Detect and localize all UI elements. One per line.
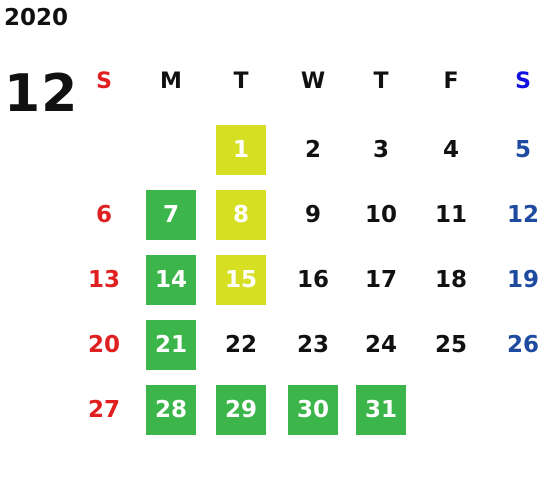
day-cell-10: 10 bbox=[364, 202, 397, 228]
day-cell-21: 21 bbox=[146, 320, 196, 370]
day-cell-27: 27 bbox=[87, 397, 120, 423]
day-cell-23: 23 bbox=[296, 332, 329, 358]
day-cell-26: 26 bbox=[506, 332, 539, 358]
weekday-header-thu: T bbox=[373, 68, 389, 94]
day-cell-20: 20 bbox=[87, 332, 120, 358]
day-cell-1: 1 bbox=[216, 125, 266, 175]
day-cell-31: 31 bbox=[356, 385, 406, 435]
day-cell-9: 9 bbox=[304, 202, 321, 228]
weekday-header-tue: T bbox=[233, 68, 249, 94]
day-cell-12: 12 bbox=[506, 202, 539, 228]
weekday-header-mon: M bbox=[160, 68, 182, 94]
day-cell-17: 17 bbox=[364, 267, 397, 293]
weekday-header-sat: S bbox=[515, 68, 531, 94]
day-cell-8: 8 bbox=[216, 190, 266, 240]
day-cell-11: 11 bbox=[434, 202, 467, 228]
weekday-header-sun: S bbox=[96, 68, 112, 94]
day-cell-19: 19 bbox=[506, 267, 539, 293]
weekday-header-wed: W bbox=[300, 68, 326, 94]
month-label: 12 bbox=[4, 64, 79, 124]
day-cell-18: 18 bbox=[434, 267, 467, 293]
day-cell-3: 3 bbox=[372, 137, 389, 163]
day-cell-6: 6 bbox=[95, 202, 112, 228]
day-cell-2: 2 bbox=[304, 137, 321, 163]
day-cell-5: 5 bbox=[514, 137, 531, 163]
day-cell-4: 4 bbox=[442, 137, 459, 163]
day-cell-28: 28 bbox=[146, 385, 196, 435]
day-cell-24: 24 bbox=[364, 332, 397, 358]
day-cell-15: 15 bbox=[216, 255, 266, 305]
day-cell-7: 7 bbox=[146, 190, 196, 240]
day-cell-16: 16 bbox=[296, 267, 329, 293]
day-cell-22: 22 bbox=[224, 332, 257, 358]
weekday-header-fri: F bbox=[443, 68, 459, 94]
day-cell-30: 30 bbox=[288, 385, 338, 435]
year-label: 2020 bbox=[4, 5, 69, 31]
day-cell-13: 13 bbox=[87, 267, 120, 293]
day-cell-14: 14 bbox=[146, 255, 196, 305]
day-cell-25: 25 bbox=[434, 332, 467, 358]
day-cell-29: 29 bbox=[216, 385, 266, 435]
